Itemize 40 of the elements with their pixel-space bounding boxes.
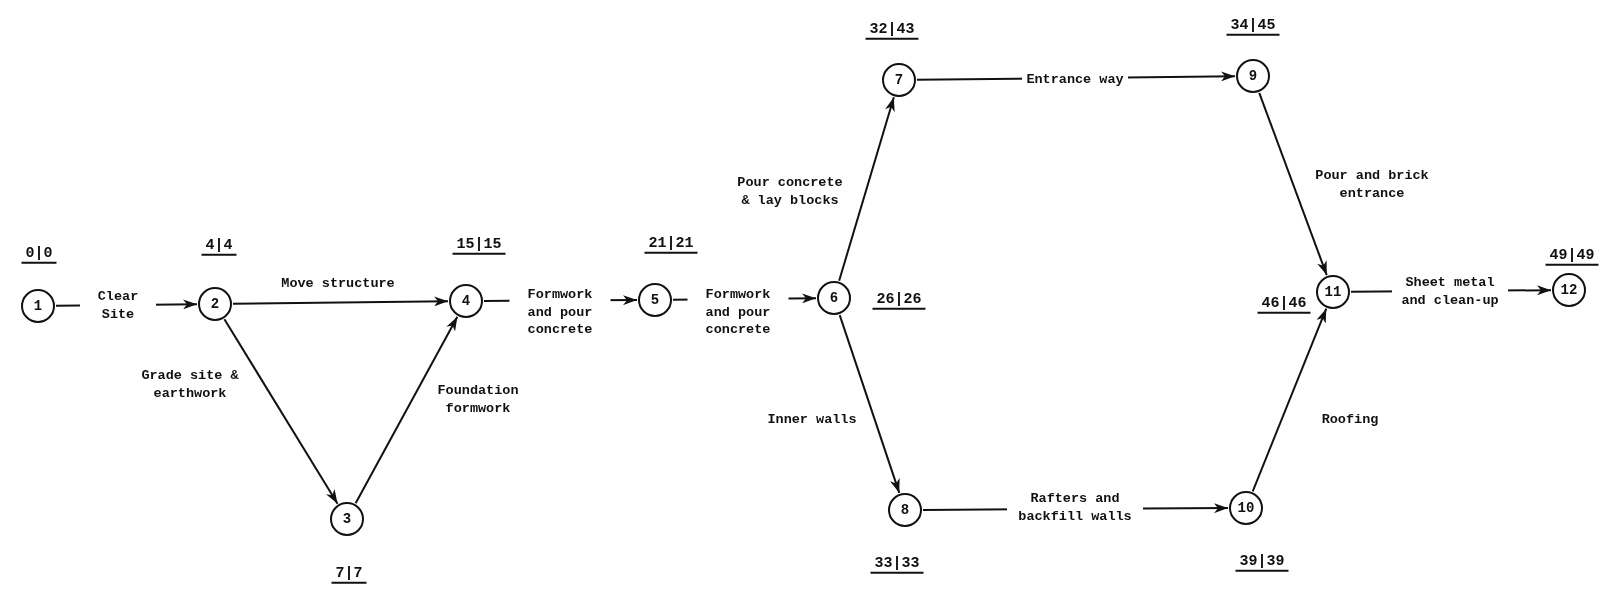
event-circle: 8	[888, 493, 922, 527]
event-time-label: 39|39	[1235, 552, 1289, 572]
event-circle: 10	[1229, 491, 1263, 525]
arrow	[232, 296, 449, 307]
event-time-label: 34|45	[1226, 16, 1280, 36]
event-time-label: 26|26	[872, 290, 926, 310]
arrow	[1251, 307, 1328, 493]
event-time-label: 4|4	[201, 236, 237, 256]
event-time-label: 32|43	[865, 20, 919, 40]
arrow	[223, 318, 339, 505]
edge-label: Foundation formwork	[436, 382, 520, 418]
arrow	[838, 96, 895, 282]
event-time-label: 33|33	[870, 554, 924, 574]
edge-label: Entrance way	[1022, 71, 1128, 89]
event-circle: 9	[1236, 59, 1270, 93]
event-time-label: 15|15	[452, 235, 506, 255]
event-circle: 1	[21, 289, 55, 323]
edge-label: Inner walls	[766, 411, 858, 429]
event-time-label: 49|49	[1545, 246, 1599, 266]
event-time-label: 7|7	[331, 564, 367, 584]
event-circle: 11	[1316, 275, 1350, 309]
event-time-label: 46|46	[1257, 294, 1311, 314]
edge-label: Move structure	[280, 275, 396, 293]
arrow	[1258, 91, 1328, 277]
event-circle: 2	[198, 287, 232, 321]
event-circle: 5	[638, 283, 672, 317]
arrow	[838, 314, 901, 494]
event-circle: 6	[817, 281, 851, 315]
event-time-label: 21|21	[644, 234, 698, 254]
event-circle: 3	[330, 502, 364, 536]
arrow	[354, 315, 459, 505]
edge-label: Pour and brick entrance	[1314, 167, 1430, 203]
edge-label: Sheet metal and clean-up	[1392, 274, 1508, 310]
edge-label: Pour concrete & lay blocks	[736, 174, 844, 210]
edge-label: Roofing	[1320, 411, 1380, 429]
event-circle: 12	[1552, 273, 1586, 307]
edge-label: Grade site & earthwork	[140, 367, 240, 403]
event-circle: 7	[882, 63, 916, 97]
event-time-label: 0|0	[21, 244, 57, 264]
event-circle: 4	[449, 284, 483, 318]
